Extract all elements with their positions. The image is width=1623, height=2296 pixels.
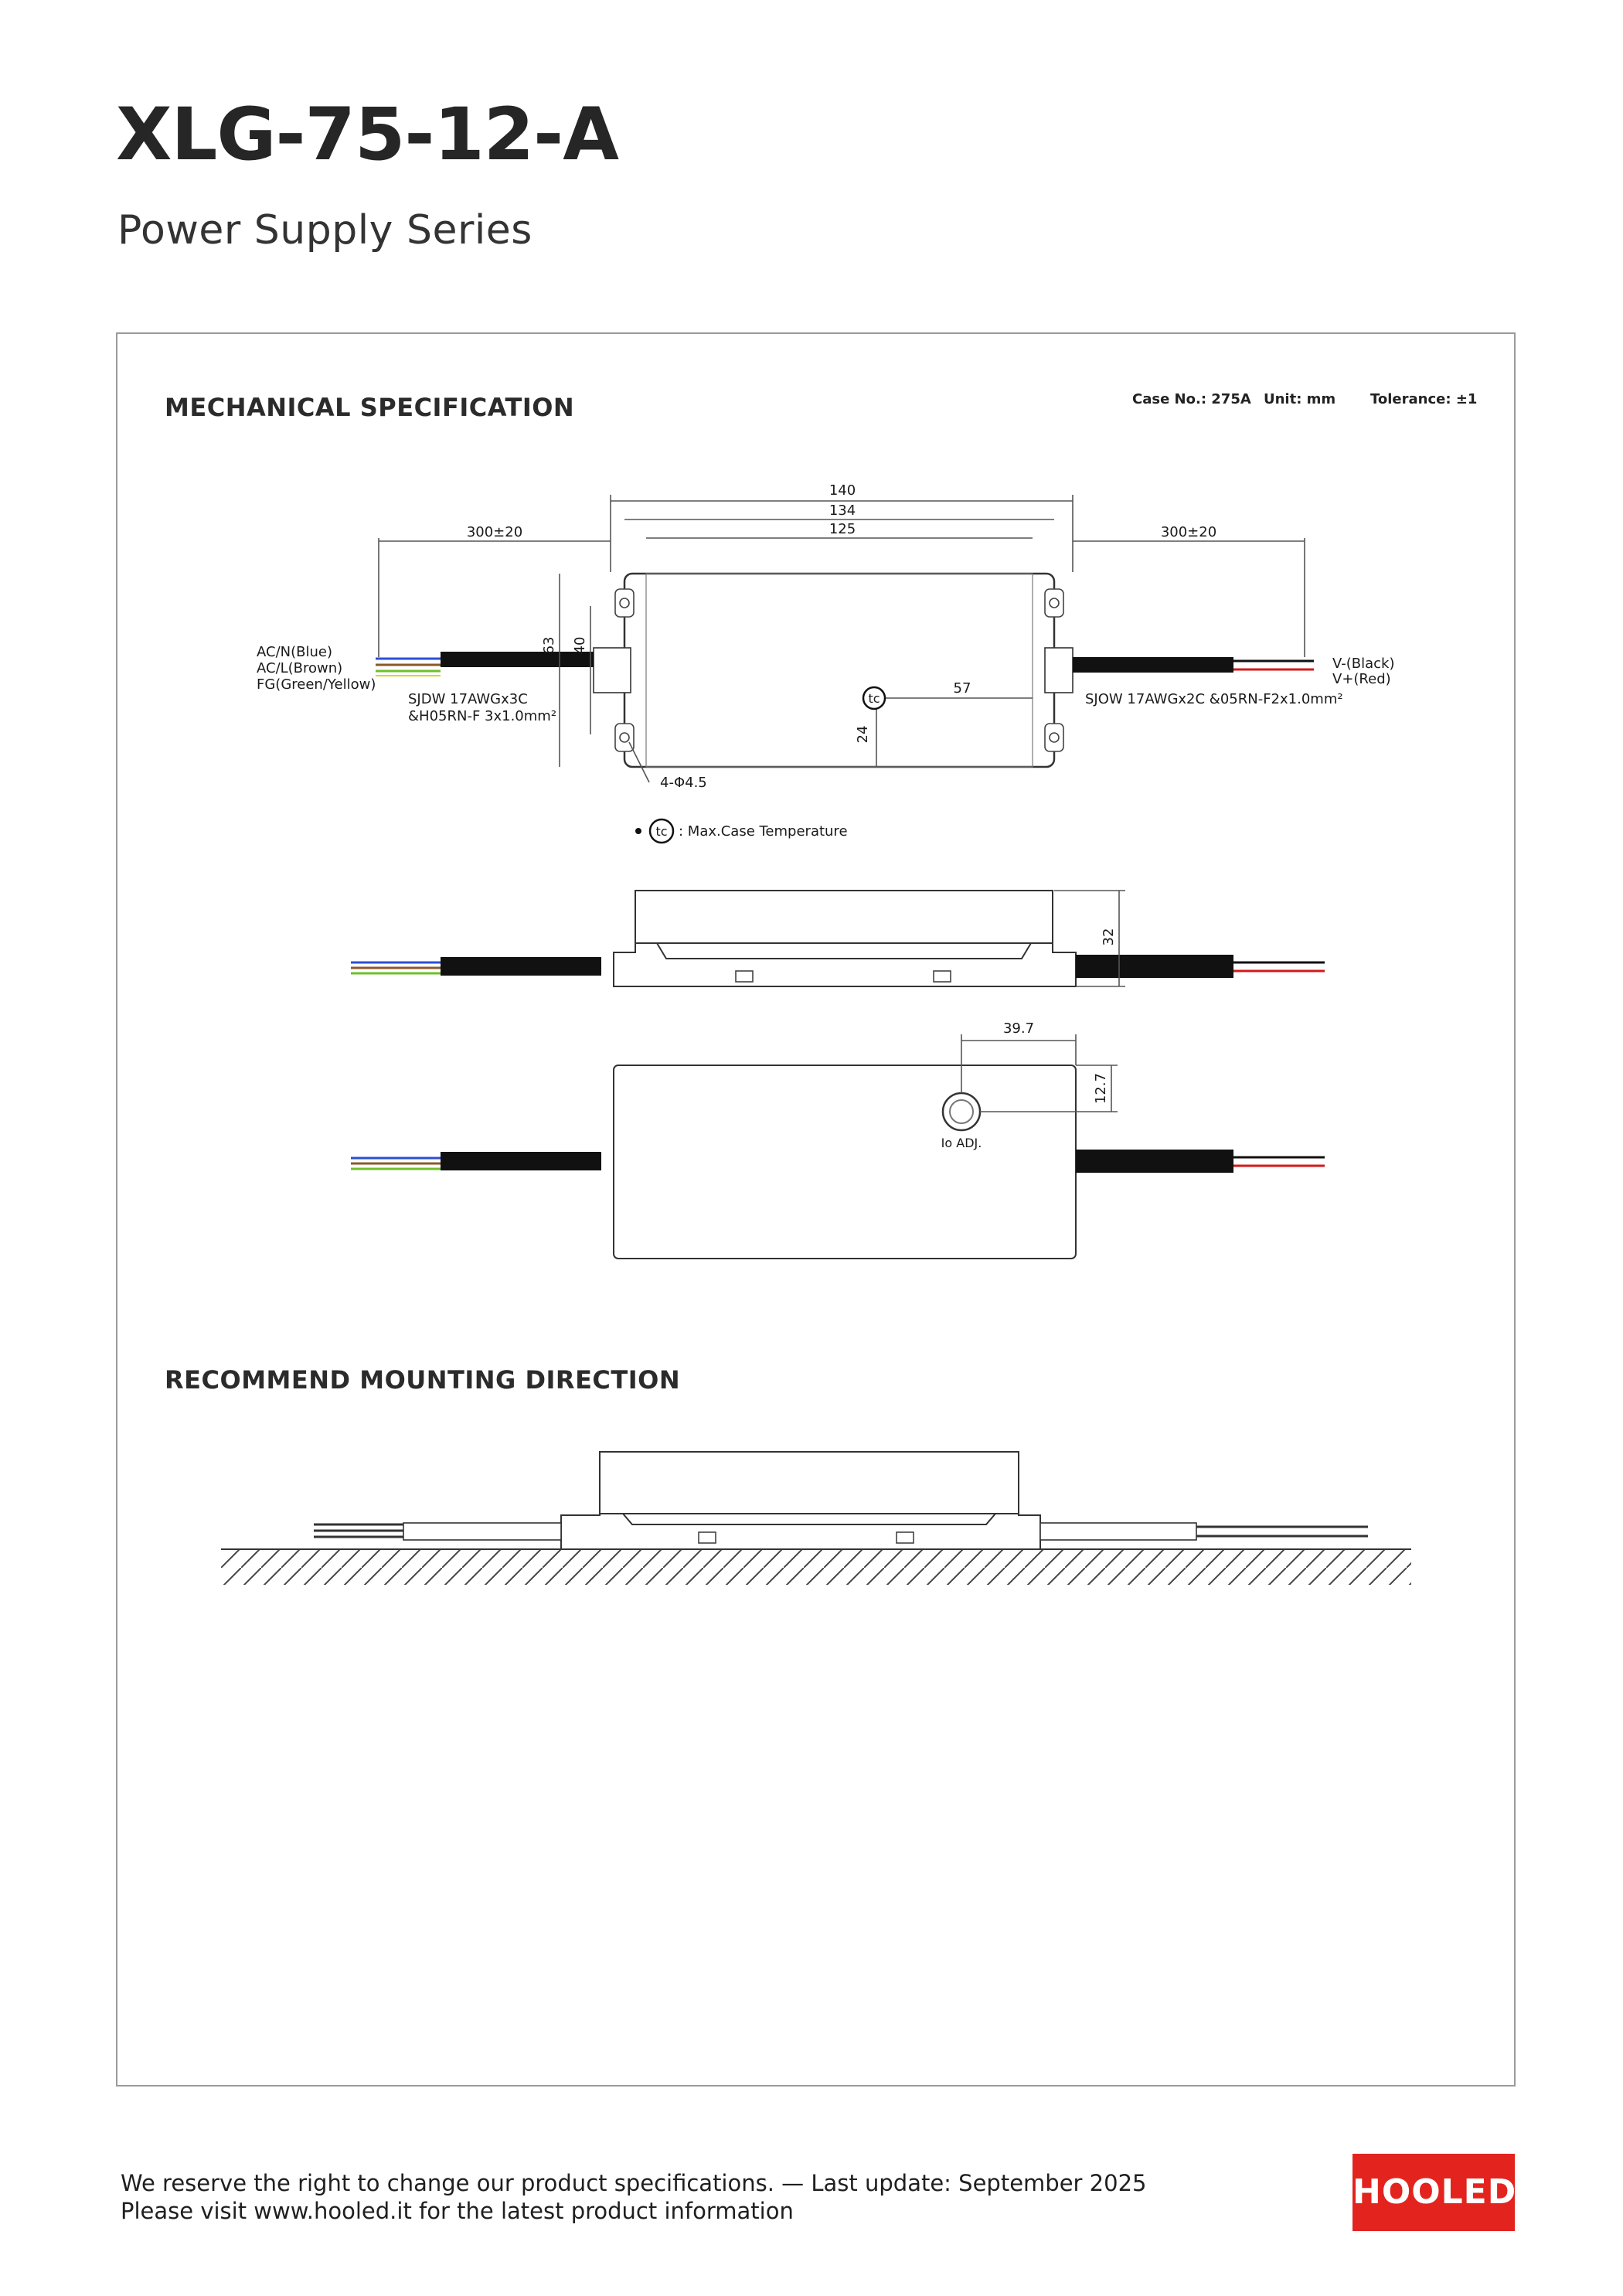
brand-logo: HOOLED [1352, 2154, 1517, 2231]
dim-57: 57 [954, 680, 971, 697]
spec-frame [116, 332, 1516, 2086]
dim-right-cable: 300±20 [1161, 524, 1216, 540]
page-title: XLG-75-12-A [116, 93, 619, 177]
bottom-view [351, 1034, 1325, 1259]
dim-140: 140 [829, 482, 856, 499]
label-v-minus: V-(Black) [1332, 656, 1395, 672]
footer-line-1: We reserve the right to change our produ… [121, 2170, 1147, 2196]
label-ac-l: AC/L(Brown) [257, 660, 342, 676]
dim-24: 24 [855, 726, 871, 744]
dim-32: 32 [1101, 928, 1117, 946]
mounting-view [221, 1451, 1411, 1585]
top-view [376, 495, 1314, 783]
footer-line-2: Please visit www.hooled.it for the lates… [121, 2198, 794, 2224]
left-cable-spec-1: SJDW 17AWGx3C [408, 691, 528, 707]
dim-holes: 4-Φ4.5 [660, 775, 707, 791]
brand-logo-text: HOOLED [1352, 2172, 1517, 2212]
label-fg: FG(Green/Yellow) [257, 676, 376, 693]
case-number: Case No.: 275A [1132, 391, 1251, 407]
footer-text: We reserve the right to change our produ… [121, 2169, 1147, 2225]
tolerance-label: Tolerance: ±1 [1370, 391, 1478, 407]
tc-legend: tc : Max.Case Temperature [635, 818, 848, 844]
dim-125: 125 [829, 521, 856, 537]
adj-label: Io ADJ. [941, 1136, 982, 1150]
top-view-labels: 140 134 125 300±20 300±20 63 40 57 24 4-… [257, 482, 1395, 791]
tc-symbol: tc [868, 691, 880, 706]
legend-tc-text: : Max.Case Temperature [679, 823, 848, 840]
label-v-plus: V+(Red) [1332, 671, 1391, 687]
dim-12-7: 12.7 [1093, 1073, 1109, 1104]
page-subtitle: Power Supply Series [117, 207, 532, 254]
right-cable-spec: SJOW 17AWGx2C &05RN-F2x1.0mm² [1085, 691, 1343, 707]
mounting-heading: RECOMMEND MOUNTING DIRECTION [165, 1365, 681, 1395]
dim-39-7: 39.7 [1003, 1020, 1034, 1037]
side-view [351, 890, 1325, 987]
dim-left-cable: 300±20 [467, 524, 522, 540]
label-ac-n: AC/N(Blue) [257, 644, 332, 660]
left-cable-spec-2: &H05RN-F 3x1.0mm² [408, 708, 556, 724]
dim-40: 40 [572, 637, 588, 655]
dim-134: 134 [829, 502, 856, 519]
dim-63: 63 [541, 637, 557, 655]
unit-label: Unit: mm [1264, 391, 1336, 407]
mechanical-heading: MECHANICAL SPECIFICATION [165, 393, 575, 422]
legend-tc-symbol: tc [655, 824, 667, 839]
